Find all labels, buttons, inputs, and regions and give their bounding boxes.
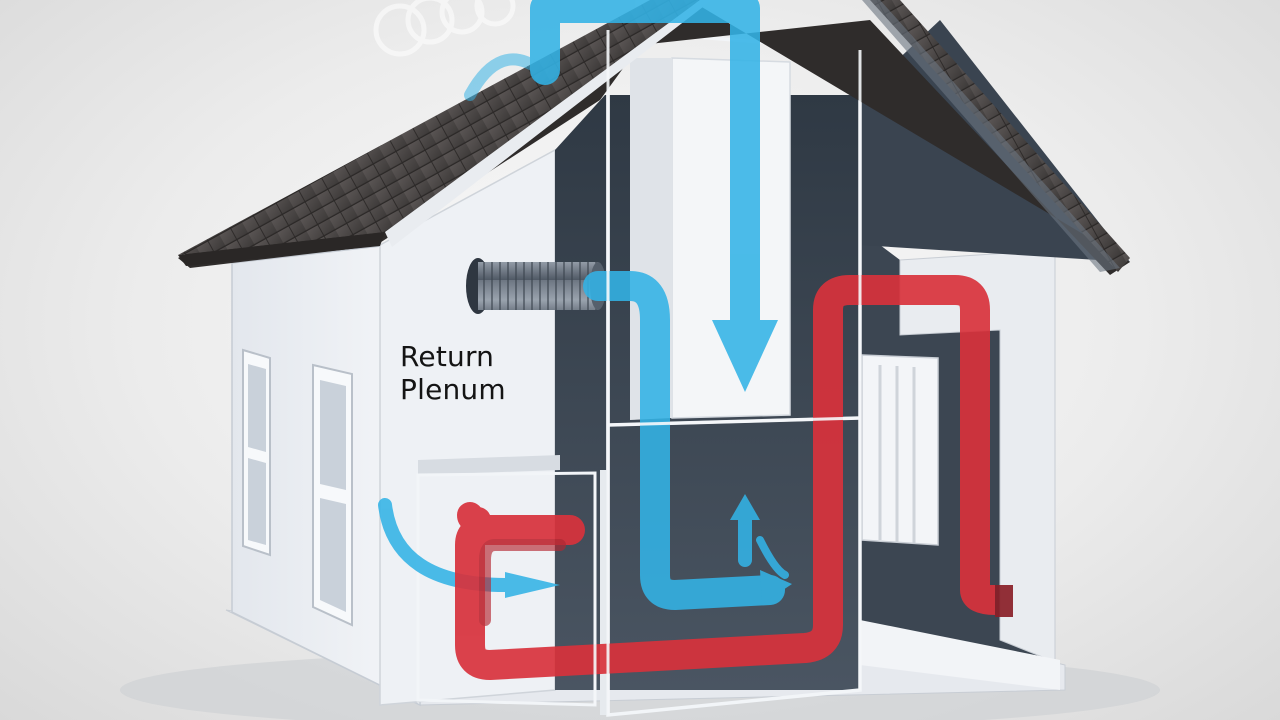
warm-air-flow [455, 275, 1013, 680]
return-air-intake-arrowhead [505, 572, 560, 598]
return-plenum-label-line2: Plenum [400, 373, 506, 406]
closet-glass-edges [593, 30, 862, 715]
warm-air-left-return [457, 502, 491, 533]
warm-air-supply-path [455, 275, 1010, 680]
window-right [312, 363, 353, 627]
cold-air-right-arrowhead [760, 570, 792, 604]
right-room-floor [860, 620, 1060, 690]
roof-vent-swirl [464, 53, 546, 101]
warm-air-inner-loop [479, 539, 566, 626]
supply-register [995, 585, 1013, 617]
cold-air-up-arrowhead [730, 494, 760, 520]
cold-air-down-arrowhead [712, 320, 778, 392]
exhaust-air-swirl [373, 0, 516, 57]
cold-air-outlet-arrow [530, 0, 760, 345]
roof [178, 0, 1130, 275]
cold-air-return-path [583, 271, 785, 610]
cold-air-swirl-path [756, 536, 789, 579]
flex-intake-duct [466, 258, 606, 314]
return-plenum-label: Return Plenum [400, 340, 506, 406]
window-left [242, 348, 271, 557]
radiator-unit [861, 354, 939, 546]
return-plenum-label-line1: Return [400, 340, 495, 373]
